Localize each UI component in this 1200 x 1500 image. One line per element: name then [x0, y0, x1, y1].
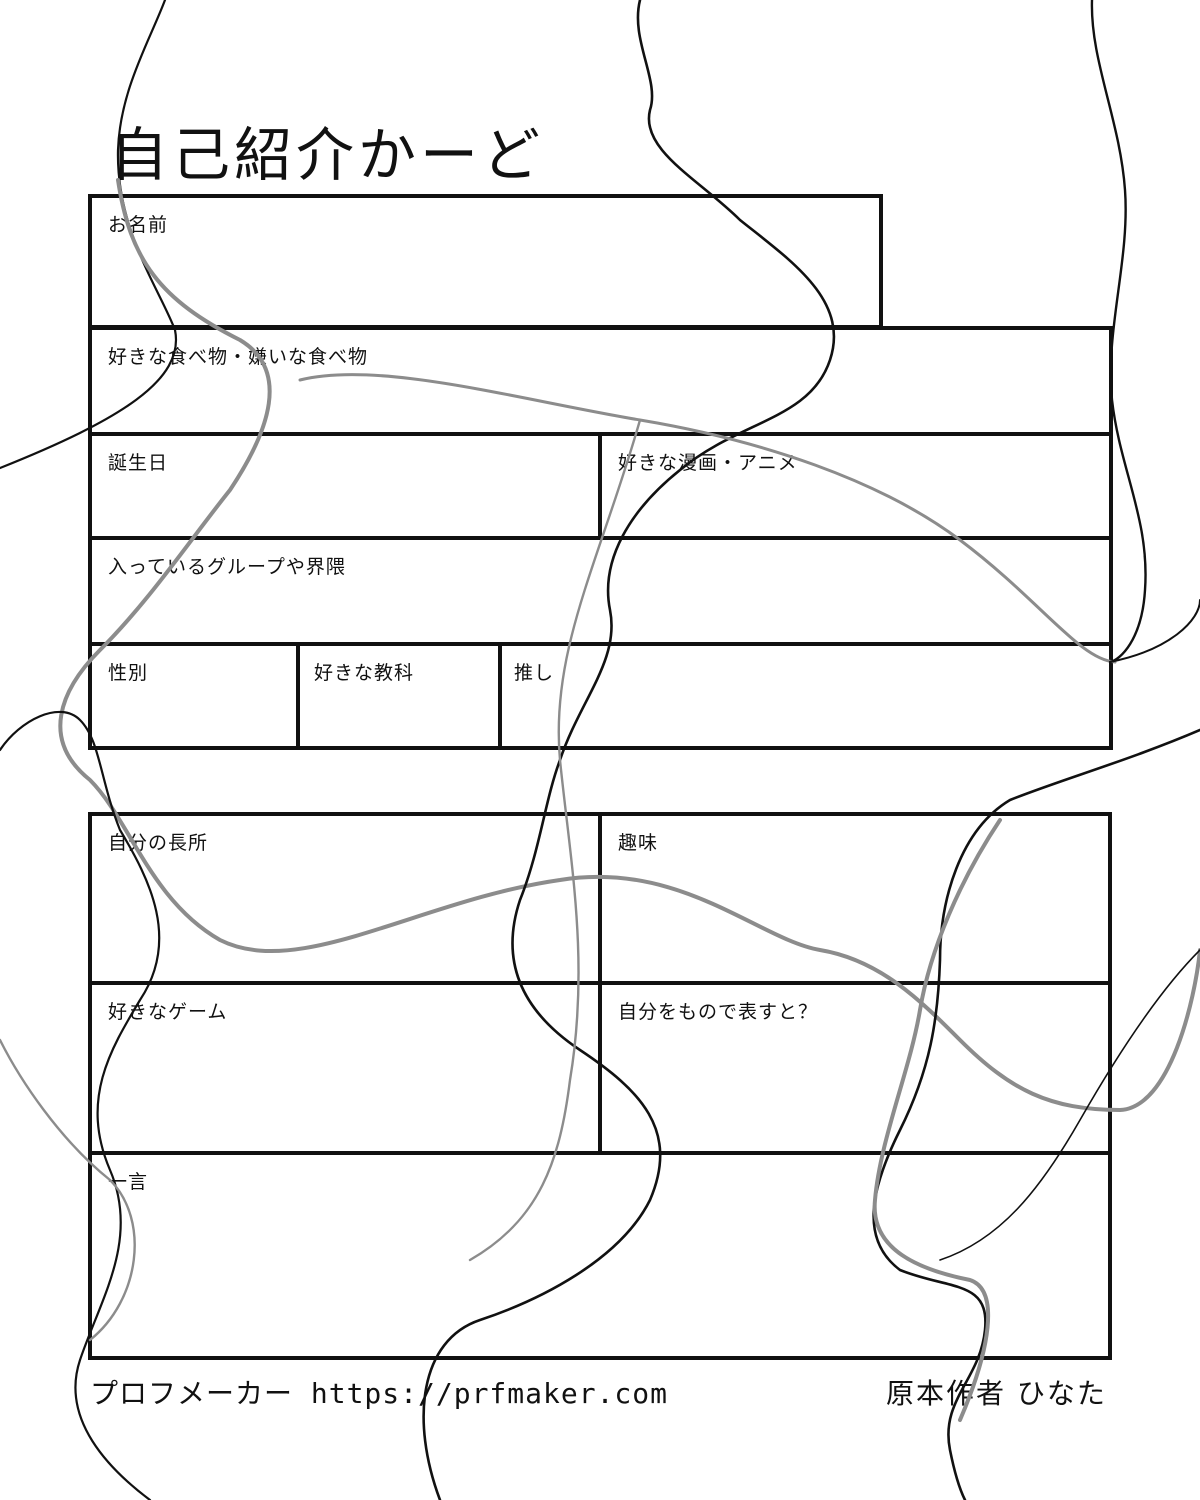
field-oshi-box[interactable]: 推し	[498, 642, 1113, 750]
field-as-object-box[interactable]: 自分をもので表すと？	[598, 981, 1112, 1155]
footer-author: 原本作者 ひなた	[886, 1377, 1107, 1410]
field-oshi-label: 推し	[514, 662, 555, 684]
field-gender-label: 性別	[108, 662, 149, 684]
field-games-box[interactable]: 好きなゲーム	[88, 981, 602, 1155]
field-gender-box[interactable]: 性別	[88, 642, 300, 750]
field-name-box[interactable]: お名前	[88, 194, 883, 329]
field-comment-label: 一言	[108, 1171, 149, 1193]
field-birthday-label: 誕生日	[108, 452, 169, 474]
field-hobby-box[interactable]: 趣味	[598, 812, 1112, 985]
field-food-label: 好きな食べ物・嫌いな食べ物	[108, 346, 369, 368]
card-title: 自己紹介かーど	[110, 121, 545, 189]
field-as-object-label: 自分をもので表すと？	[618, 1001, 819, 1023]
field-birthday-box[interactable]: 誕生日	[88, 432, 602, 540]
field-food-box[interactable]: 好きな食べ物・嫌いな食べ物	[88, 326, 1113, 436]
field-subject-box[interactable]: 好きな教科	[296, 642, 502, 750]
field-manga-anime-box[interactable]: 好きな漫画・アニメ	[598, 432, 1113, 540]
field-games-label: 好きなゲーム	[108, 1001, 228, 1023]
field-subject-label: 好きな教科	[314, 662, 415, 684]
field-name-label: お名前	[108, 214, 169, 236]
field-strengths-box[interactable]: 自分の長所	[88, 812, 602, 985]
field-hobby-label: 趣味	[618, 832, 659, 854]
strand-dark-4	[1109, 599, 1200, 663]
field-groups-box[interactable]: 入っているグループや界隈	[88, 536, 1113, 646]
field-comment-box[interactable]: 一言	[88, 1151, 1112, 1360]
footer-maker-link[interactable]: プロフメーカー https://prfmaker.com	[90, 1377, 669, 1410]
field-manga-anime-label: 好きな漫画・アニメ	[618, 452, 798, 474]
field-groups-label: 入っているグループや界隈	[108, 556, 346, 578]
field-strengths-label: 自分の長所	[108, 832, 209, 854]
